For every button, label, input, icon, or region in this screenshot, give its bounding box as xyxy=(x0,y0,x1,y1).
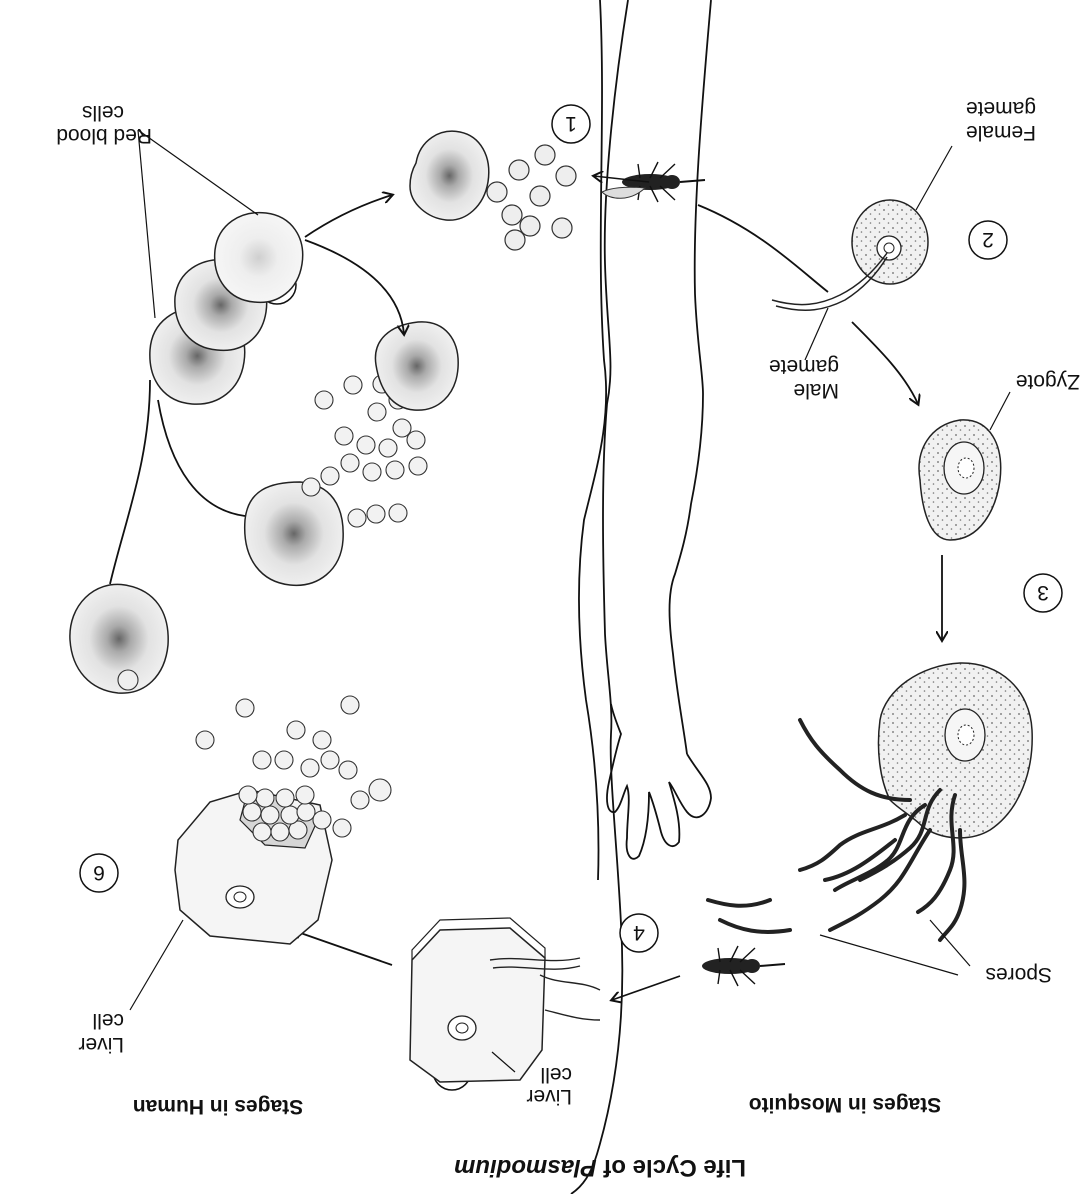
red-blood-cells-stack xyxy=(150,213,303,405)
zygote xyxy=(919,420,1001,540)
arc-large-to-stack xyxy=(158,400,245,516)
liver-cell-5-label-2: cell xyxy=(540,1063,572,1086)
title-genus: Plasmodium xyxy=(454,1154,597,1181)
male-gamete-label-1: Male xyxy=(793,379,839,402)
mosquito-bottom xyxy=(702,946,785,986)
stage-2-marker: 2 xyxy=(969,221,1007,259)
stage-1-label: 1 xyxy=(565,112,577,135)
arrow-rbc-to-rbc1 xyxy=(305,195,392,237)
red-blood-cells-label-1: Red blood xyxy=(56,124,152,147)
diagram-title: Life Cycle of Plasmodium xyxy=(454,1154,746,1181)
male-gamete-label-2: gamete xyxy=(769,355,839,378)
rbc-infected-upper xyxy=(375,322,458,410)
mosquito-heading: Stages in Mosquito xyxy=(749,1093,942,1116)
liver-cell-1 xyxy=(410,918,600,1082)
female-gamete xyxy=(852,200,928,284)
label-female-gamete: Female gamete xyxy=(966,97,1036,144)
female-gamete-label-2: gamete xyxy=(966,97,1036,120)
stage-4-marker: 4 xyxy=(620,914,658,952)
stage-3-marker: 3 xyxy=(1024,574,1062,612)
stage-6-marker: 6 xyxy=(80,854,118,892)
female-gamete-leader xyxy=(916,146,952,210)
stage-3-label: 3 xyxy=(1037,581,1049,604)
rbc-infected-single xyxy=(70,584,168,693)
male-gamete-leader xyxy=(805,308,828,360)
sporozoites-blood xyxy=(487,145,576,250)
spores-leader-2 xyxy=(820,935,958,975)
arrow-rbc-to-upper xyxy=(305,240,404,334)
label-spores: Spores xyxy=(985,963,1052,986)
rbc-leader-1 xyxy=(138,130,258,215)
liver-cell-6-label-2: cell xyxy=(92,1009,124,1032)
label-zygote: Zygote xyxy=(1016,370,1080,393)
section-heading-human: Stages in Human xyxy=(133,1095,303,1118)
infected-red-blood-cell-1 xyxy=(410,131,489,220)
label-red-blood-cells: Red blood cells xyxy=(56,101,152,147)
zygote-label: Zygote xyxy=(1016,370,1080,393)
section-heading-mosquito: Stages in Mosquito xyxy=(749,1093,942,1116)
zygote-leader xyxy=(990,392,1010,430)
liver-cell-6-label-1: Liver xyxy=(78,1033,124,1056)
stage-2-label: 2 xyxy=(982,228,994,251)
red-blood-cells-label-2: cells xyxy=(82,101,124,124)
rbc-leader-2 xyxy=(138,130,155,318)
human-heading: Stages in Human xyxy=(133,1095,303,1118)
arc-arrow-mosquito-to-gametes xyxy=(698,205,828,292)
stage-4-label: 4 xyxy=(633,921,645,944)
label-liver-cell-5: Liver cell xyxy=(526,1063,572,1108)
liver-cell-2-leader xyxy=(130,920,183,1010)
title-prefix: Life Cycle of xyxy=(597,1154,746,1181)
oocyst xyxy=(878,663,1032,838)
spores-label: Spores xyxy=(985,963,1052,986)
female-gamete-label-1: Female xyxy=(966,121,1036,144)
stage-6-label: 6 xyxy=(93,861,105,884)
mosquito-top xyxy=(602,162,705,202)
label-male-gamete: Male gamete xyxy=(769,355,839,402)
arrow-liver-to-rupture xyxy=(292,930,392,965)
title-text: Life Cycle of Plasmodium xyxy=(454,1154,746,1181)
arc-single-to-stack xyxy=(110,380,150,584)
arrow-gametes-to-zygote xyxy=(852,322,918,404)
label-liver-cell-6: Liver cell xyxy=(78,1009,124,1056)
liver-cell-5-label-1: Liver xyxy=(526,1085,572,1108)
stage-1-marker: 1 xyxy=(552,105,590,143)
rbc-infected-large xyxy=(245,482,343,585)
